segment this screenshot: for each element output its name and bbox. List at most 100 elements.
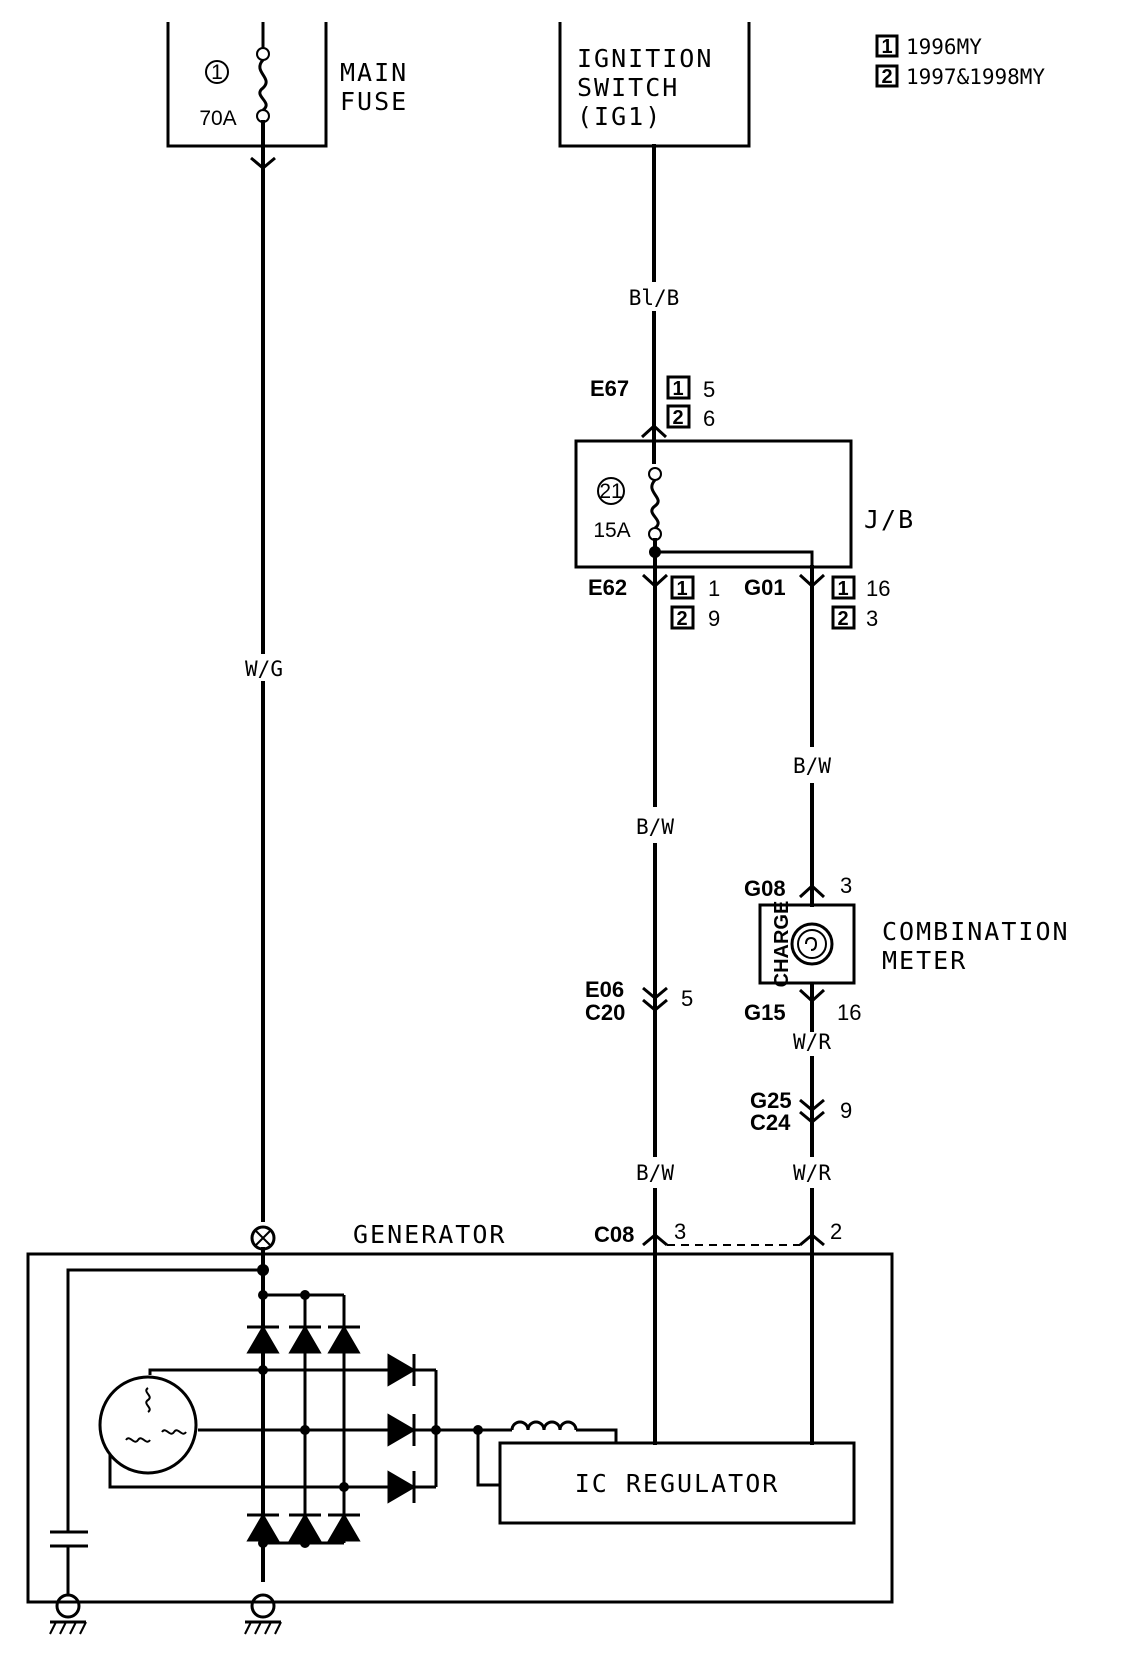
diode-icon — [327, 1325, 361, 1354]
c24-name: C24 — [750, 1110, 791, 1135]
e67-name: E67 — [590, 376, 629, 401]
wire-label-main: W/G — [245, 657, 283, 681]
legend: 1 1996MY 2 1997&1998MY — [875, 34, 1045, 89]
connector-g25-c24: G25 C24 9 — [750, 1088, 852, 1135]
wire-label-left-mid: B/W — [636, 815, 674, 839]
negative-diode-row — [246, 1513, 361, 1542]
e67-pin-2: 6 — [703, 406, 715, 431]
legend-1997-text: 1997&1998MY — [906, 65, 1045, 89]
generator-label: GENERATOR — [353, 1220, 506, 1249]
g25-pin: 9 — [840, 1098, 852, 1123]
stator-icon — [98, 1368, 344, 1489]
main-fuse: 1 70A MAIN FUSE — [166, 22, 408, 148]
wire-label-left-bottom: B/W — [636, 1161, 674, 1185]
g25-name: G25 — [750, 1088, 792, 1113]
charge-lamp-label: CHARGE — [771, 901, 793, 988]
e06-pin: 5 — [681, 986, 693, 1011]
charge-lamp-icon — [790, 922, 834, 966]
c08-pin-3: 3 — [674, 1219, 686, 1244]
main-fuse-number-circle — [205, 60, 229, 84]
diode-icon — [246, 1513, 280, 1542]
legend-badge-2 — [875, 64, 899, 88]
e67-arrow — [640, 423, 668, 439]
g01-pin-1: 16 — [866, 576, 890, 601]
main-fuse-connector-arrow — [250, 156, 276, 170]
e67-badge-2: 2 — [672, 407, 683, 429]
e67-badge-1: 1 — [672, 378, 683, 400]
g01-badge-2: 2 — [837, 608, 848, 630]
diode-icon — [327, 1513, 361, 1542]
diode-icon — [246, 1325, 280, 1354]
c08-pin-2: 2 — [830, 1219, 842, 1244]
ignition-switch-label-2: SWITCH — [577, 73, 679, 102]
e62-badge-1: 1 — [676, 578, 687, 600]
main-fuse-label-1: MAIN — [340, 58, 408, 87]
ic-regulator-box — [498, 1441, 856, 1525]
legend-badge-2-num: 2 — [881, 66, 892, 88]
g08-name: G08 — [744, 876, 786, 901]
legend-1996-text: 1996MY — [906, 35, 982, 59]
main-fuse-element-icon — [258, 58, 268, 112]
g01-badge-1: 1 — [837, 578, 848, 600]
legend-badge-1-num: 1 — [881, 36, 892, 58]
g01-pin-2: 3 — [866, 606, 878, 631]
wire-ig: Bl/B — [629, 144, 680, 464]
charge-lamp-filament-icon — [805, 936, 818, 951]
c20-name: C20 — [585, 1000, 625, 1025]
main-fuse-top-terminal — [256, 47, 270, 61]
diode-icon — [387, 1413, 416, 1447]
jb-fuse-top-terminal — [648, 467, 662, 481]
ground-left-icon — [49, 1593, 87, 1635]
wire-right: B/W W/R W/R — [793, 565, 831, 1445]
combination-meter-label-1: COMBINATION — [882, 917, 1070, 946]
field-coil-icon — [510, 1420, 618, 1443]
wire-label-ig: Bl/B — [629, 286, 680, 310]
ignition-switch: IGNITION SWITCH (IG1) — [558, 22, 751, 148]
ignition-switch-label-1: IGNITION — [577, 44, 713, 73]
connector-e67: E67 1 5 2 6 — [590, 375, 715, 439]
diode-icon — [288, 1325, 322, 1354]
e06-name: E06 — [585, 977, 624, 1002]
wire-left: B/W B/W — [636, 565, 674, 1445]
wire-label-right-mid: B/W — [793, 754, 831, 778]
diode-trio — [263, 1353, 512, 1504]
connector-c08: C08 3 2 — [594, 1219, 842, 1247]
main-fuse-number: 1 — [211, 61, 223, 84]
main-fuse-rating: 70A — [199, 107, 236, 130]
diode-icon — [387, 1353, 416, 1387]
generator-outline — [26, 1252, 894, 1604]
wire-label-right-after-meter: W/R — [793, 1030, 831, 1054]
g15-name: G15 — [744, 1000, 786, 1025]
connector-e62: E62 1 1 2 9 — [588, 573, 720, 631]
junction-box-outline — [574, 439, 853, 569]
ignition-switch-label-3: (IG1) — [577, 102, 662, 131]
jb-fuse-rating: 15A — [593, 519, 630, 542]
junction-box-label: J/B — [864, 505, 915, 534]
g01-name: G01 — [744, 575, 786, 600]
combination-meter-label-2: METER — [882, 946, 967, 975]
e67-pin-1: 5 — [703, 377, 715, 402]
e62-name: E62 — [588, 575, 627, 600]
e62-pin-1: 1 — [708, 576, 720, 601]
combination-meter-box — [758, 903, 856, 985]
wire-main: W/G — [245, 120, 283, 1222]
connector-e06-c20: E06 C20 5 — [585, 977, 693, 1025]
ground-right-icon — [244, 1593, 282, 1635]
connector-g08: G08 3 — [744, 873, 852, 901]
e62-badge-2: 2 — [676, 608, 687, 630]
main-fuse-box — [166, 22, 328, 148]
legend-badge-1 — [875, 34, 899, 58]
main-fuse-label-2: FUSE — [340, 87, 408, 116]
diode-icon — [288, 1513, 322, 1542]
wire-label-right-bottom: W/R — [793, 1161, 831, 1185]
jb-fuse-number: 21 — [599, 480, 622, 503]
combination-meter: CHARGE COMBINATION METER — [758, 901, 1070, 988]
junction-box: J/B 21 15A — [574, 439, 915, 569]
jb-fuse-number-circle — [597, 477, 625, 505]
e62-pin-2: 9 — [708, 606, 720, 631]
connector-g15: G15 16 — [744, 988, 861, 1025]
positive-diode-row — [246, 1325, 361, 1354]
generator: GENERATOR — [26, 1220, 894, 1604]
connector-g01: G01 1 16 2 3 — [744, 573, 890, 631]
